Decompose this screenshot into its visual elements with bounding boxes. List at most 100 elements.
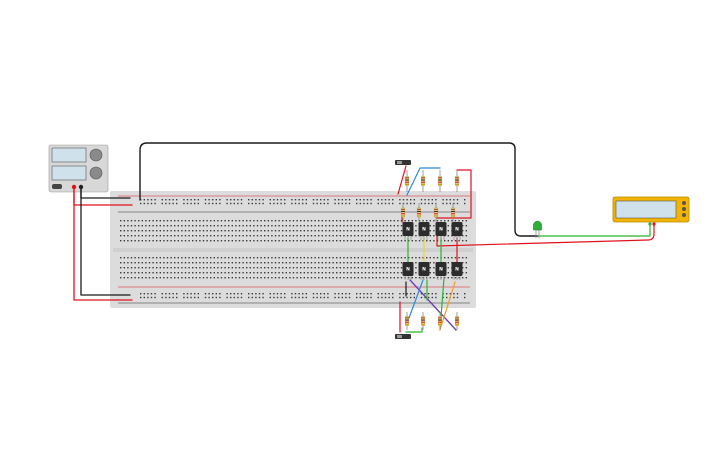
breadboard-hole[interactable]: [192, 257, 194, 259]
breadboard-hole[interactable]: [152, 230, 154, 232]
breadboard-hole[interactable]: [271, 257, 273, 259]
wire-black-supply-bottom-rail[interactable]: [80, 188, 131, 296]
breadboard-hole[interactable]: [273, 202, 275, 205]
breadboard-hole[interactable]: [354, 272, 356, 274]
breadboard-hole[interactable]: [251, 199, 253, 201]
breadboard-hole[interactable]: [251, 296, 253, 299]
breadboard-hole[interactable]: [235, 225, 237, 227]
breadboard-hole[interactable]: [253, 230, 255, 232]
breadboard-hole[interactable]: [296, 220, 298, 222]
breadboard-hole[interactable]: [145, 225, 147, 227]
breadboard-hole[interactable]: [303, 257, 305, 259]
breadboard-hole[interactable]: [372, 277, 374, 279]
breadboard-hole[interactable]: [165, 199, 167, 201]
breadboard-hole[interactable]: [350, 267, 352, 269]
breadboard-hole[interactable]: [453, 293, 455, 295]
breadboard-hole[interactable]: [271, 262, 273, 264]
breadboard-hole[interactable]: [453, 199, 455, 201]
breadboard-hole[interactable]: [379, 277, 381, 279]
breadboard-hole[interactable]: [447, 235, 449, 237]
breadboard-hole[interactable]: [140, 293, 142, 295]
breadboard-hole[interactable]: [368, 257, 370, 259]
breadboard-hole[interactable]: [368, 230, 370, 232]
breadboard-hole[interactable]: [152, 235, 154, 237]
breadboard-hole[interactable]: [210, 277, 212, 279]
breadboard-hole[interactable]: [174, 257, 176, 259]
breadboard-hole[interactable]: [312, 296, 315, 299]
breadboard-hole[interactable]: [415, 257, 417, 259]
breadboard-hole[interactable]: [465, 257, 467, 259]
breadboard-hole[interactable]: [289, 220, 291, 222]
breadboard-hole[interactable]: [202, 240, 205, 242]
breadboard-hole[interactable]: [348, 293, 351, 295]
breadboard-hole[interactable]: [320, 199, 322, 201]
breadboard-hole[interactable]: [213, 272, 215, 274]
breadboard-hole[interactable]: [379, 230, 381, 232]
breadboard-hole[interactable]: [458, 240, 460, 242]
breadboard-hole[interactable]: [363, 202, 365, 205]
breadboard-hole[interactable]: [271, 240, 273, 242]
breadboard-hole[interactable]: [215, 202, 217, 205]
breadboard-hole[interactable]: [141, 262, 143, 264]
breadboard-hole[interactable]: [357, 272, 359, 274]
breadboard-hole[interactable]: [148, 262, 151, 264]
breadboard-hole[interactable]: [292, 267, 295, 269]
breadboard-hole[interactable]: [156, 220, 158, 222]
breadboard-hole[interactable]: [192, 235, 194, 237]
breadboard-hole[interactable]: [161, 199, 163, 201]
breadboard-hole[interactable]: [357, 262, 359, 264]
breadboard-hole[interactable]: [260, 272, 262, 274]
breadboard-hole[interactable]: [240, 296, 243, 299]
breadboard-hole[interactable]: [334, 202, 336, 205]
breadboard-hole[interactable]: [328, 235, 331, 237]
breadboard-hole[interactable]: [420, 202, 423, 205]
breadboard-hole[interactable]: [282, 240, 284, 242]
breadboard-hole[interactable]: [410, 199, 412, 201]
breadboard-hole[interactable]: [274, 235, 277, 237]
breadboard-hole[interactable]: [147, 202, 149, 205]
breadboard-hole[interactable]: [156, 267, 158, 269]
breadboard-hole[interactable]: [426, 240, 428, 242]
breadboard-hole[interactable]: [246, 230, 248, 232]
breadboard-hole[interactable]: [138, 262, 140, 264]
breadboard-hole[interactable]: [429, 225, 431, 227]
breadboard-hole[interactable]: [148, 225, 151, 227]
breadboard-hole[interactable]: [177, 220, 179, 222]
wire-orange-lower[interactable]: [439, 281, 456, 331]
breadboard-hole[interactable]: [303, 267, 305, 269]
breadboard-hole[interactable]: [190, 296, 192, 299]
breadboard-hole[interactable]: [184, 230, 187, 232]
breadboard-hole[interactable]: [294, 202, 297, 205]
breadboard-hole[interactable]: [208, 293, 210, 295]
breadboard-hole[interactable]: [141, 257, 143, 259]
breadboard-hole[interactable]: [238, 277, 241, 279]
breadboard-hole[interactable]: [226, 199, 228, 201]
breadboard-hole[interactable]: [134, 257, 136, 259]
breadboard-hole[interactable]: [386, 277, 388, 279]
breadboard-hole[interactable]: [123, 257, 125, 259]
breadboard-hole[interactable]: [346, 225, 349, 227]
breadboard-hole[interactable]: [195, 277, 197, 279]
breadboard-hole[interactable]: [220, 225, 223, 227]
breadboard-hole[interactable]: [364, 257, 367, 259]
breadboard-hole[interactable]: [150, 296, 153, 299]
breadboard-hole[interactable]: [156, 235, 158, 237]
breadboard-hole[interactable]: [246, 272, 248, 274]
breadboard-hole[interactable]: [154, 199, 156, 201]
resistor-icon[interactable]: [455, 170, 460, 192]
breadboard-hole[interactable]: [382, 257, 385, 259]
breadboard-hole[interactable]: [260, 230, 262, 232]
breadboard-hole[interactable]: [163, 277, 165, 279]
breadboard-hole[interactable]: [372, 225, 374, 227]
breadboard-hole[interactable]: [271, 230, 273, 232]
breadboard-hole[interactable]: [372, 230, 374, 232]
breadboard-hole[interactable]: [379, 272, 381, 274]
breadboard-hole[interactable]: [428, 199, 430, 201]
breadboard-hole[interactable]: [246, 220, 248, 222]
breadboard-hole[interactable]: [312, 202, 315, 205]
breadboard-hole[interactable]: [280, 296, 282, 299]
breadboard-hole[interactable]: [339, 267, 341, 269]
breadboard-hole[interactable]: [336, 230, 338, 232]
breadboard-hole[interactable]: [154, 202, 156, 205]
breadboard-hole[interactable]: [274, 272, 277, 274]
